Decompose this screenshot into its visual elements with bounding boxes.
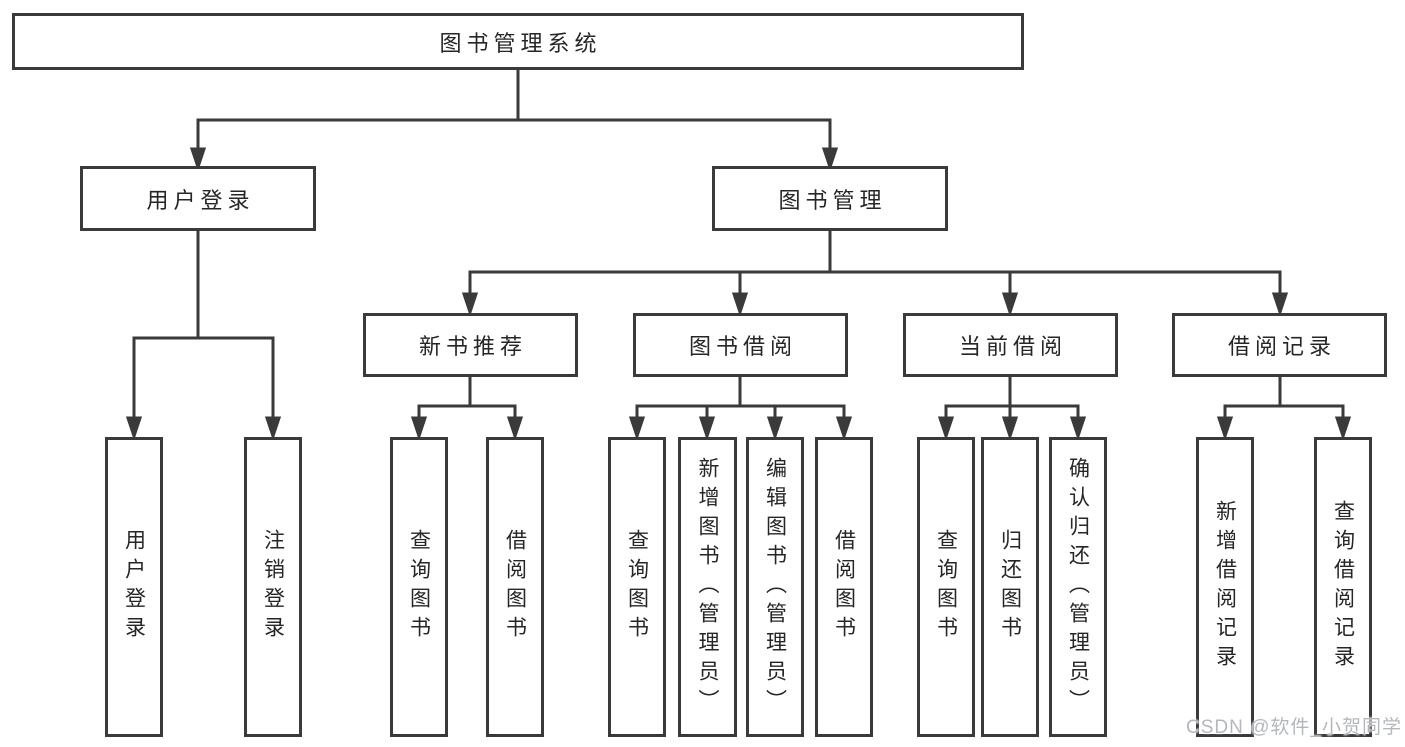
arrow-down-icon	[766, 406, 784, 441]
leaf-return-book: 归还图书	[981, 437, 1039, 737]
node-new-book-recommendation: 新书推荐	[363, 313, 578, 377]
leaf-borrow-books-borrowing: 借阅图书	[815, 437, 873, 737]
leaf-confirm-return-admin: 确认归还（管理员）	[1049, 437, 1107, 737]
leaf-query-books-recommend: 查询图书	[390, 437, 448, 737]
arrow-down-icon	[1001, 406, 1019, 441]
arrow-down-icon	[835, 406, 853, 441]
leaf-add-borrow-record: 新增借阅记录	[1196, 437, 1254, 737]
arrow-down-icon	[125, 338, 143, 441]
arrow-down-icon	[1001, 272, 1019, 317]
arrow-down-icon	[628, 406, 646, 441]
arrow-down-icon	[410, 406, 428, 441]
arrow-down-icon	[821, 120, 839, 172]
leaf-borrow-books-recommend: 借阅图书	[486, 437, 544, 737]
watermark: CSDN @软件_小贺同学	[1186, 717, 1402, 738]
arrow-down-icon	[264, 338, 282, 441]
leaf-edit-book-admin: 编辑图书（管理员）	[746, 437, 804, 737]
arrow-down-icon	[506, 406, 524, 441]
arrow-down-icon	[937, 406, 955, 441]
leaf-query-borrow-record: 查询借阅记录	[1314, 437, 1372, 737]
leaf-logout: 注销登录	[244, 437, 302, 737]
arrow-down-icon	[731, 272, 749, 317]
arrow-down-icon	[1271, 272, 1289, 317]
node-book-management: 图书管理	[712, 166, 948, 231]
leaf-add-book-admin: 新增图书（管理员）	[678, 437, 737, 737]
node-borrowing-records: 借阅记录	[1172, 313, 1387, 377]
arrow-down-icon	[1334, 406, 1352, 441]
arrow-down-icon	[461, 272, 479, 317]
node-book-borrowing: 图书借阅	[633, 313, 848, 377]
arrow-down-icon	[698, 406, 716, 441]
node-current-borrowing: 当前借阅	[903, 313, 1118, 377]
node-library-system: 图书管理系统	[12, 13, 1024, 70]
node-user-login: 用户登录	[80, 166, 316, 231]
leaf-query-books-borrowing: 查询图书	[608, 437, 666, 737]
arrow-down-icon	[1069, 406, 1087, 441]
leaf-query-books-current: 查询图书	[917, 437, 975, 737]
arrow-down-icon	[189, 120, 207, 172]
arrow-down-icon	[1216, 406, 1234, 441]
leaf-user-login: 用户登录	[105, 437, 163, 737]
